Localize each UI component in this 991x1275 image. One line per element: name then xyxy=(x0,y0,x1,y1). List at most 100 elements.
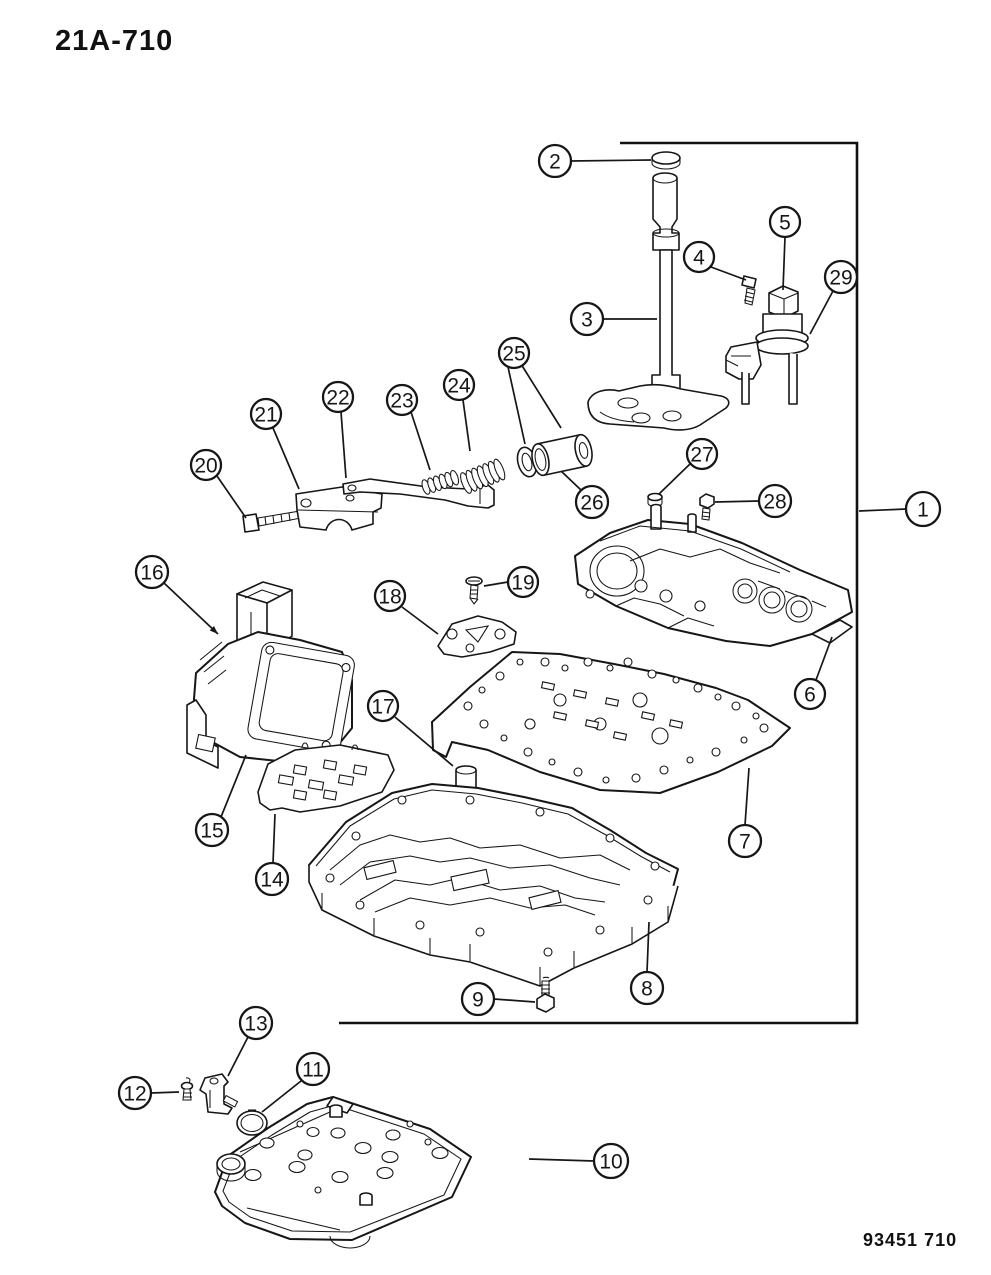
part-14-gasket xyxy=(257,742,395,813)
part-23-spring-small xyxy=(421,469,460,495)
part-21-bracket xyxy=(295,486,383,531)
callout-17: 17 xyxy=(366,689,454,767)
callout-29-leader xyxy=(809,290,834,335)
callout-12-number: 12 xyxy=(123,1083,146,1106)
callout-26-circle xyxy=(574,484,610,520)
callout-23-number: 23 xyxy=(390,390,413,413)
callout-11: 11 xyxy=(261,1051,331,1113)
part-15-16-solenoid-assembly xyxy=(186,581,355,769)
part-2-cap xyxy=(651,151,681,170)
callout-7-circle xyxy=(727,823,763,859)
part-13-clip xyxy=(199,1073,239,1115)
callout-21-leader xyxy=(272,427,300,490)
callout-10-circle xyxy=(592,1142,630,1180)
callout-25-leader xyxy=(507,366,526,445)
callout-13-circle xyxy=(238,1005,274,1041)
part-10-oil-filter xyxy=(214,1096,472,1249)
callout-4-leader xyxy=(710,266,747,281)
callout-16-number: 16 xyxy=(140,562,163,585)
callout-13-number: 13 xyxy=(244,1013,267,1036)
part-20-screw xyxy=(242,510,302,533)
callout-14-circle xyxy=(254,861,290,897)
callout-12: 12 xyxy=(117,1075,180,1111)
callout-26-leader xyxy=(560,470,582,491)
part-6-upper-valve-body xyxy=(574,503,853,647)
callout-16: 16 xyxy=(134,554,219,635)
part-8-lower-valve-body xyxy=(308,783,679,987)
callout-4: 4 xyxy=(682,240,747,281)
callout-5: 5 xyxy=(768,205,802,291)
callout-2-number: 2 xyxy=(549,151,561,174)
part-3-plunger-rod xyxy=(587,172,730,431)
part-26-accumulator-cylinder xyxy=(531,433,593,477)
callout-9-number: 9 xyxy=(472,989,484,1012)
callout-25-circle xyxy=(497,336,531,370)
callout-21: 21 xyxy=(249,397,300,490)
callout-2: 2 xyxy=(537,143,652,179)
footer-code: 93451 710 xyxy=(863,1230,957,1250)
callout-23-leader xyxy=(410,411,431,471)
callout-26-number: 26 xyxy=(580,492,603,515)
callout-22: 22 xyxy=(321,380,355,479)
callout-20-leader xyxy=(216,475,247,519)
callout-19-leader xyxy=(483,581,509,587)
callout-27: 27 xyxy=(658,437,719,495)
callout-20: 20 xyxy=(189,448,247,519)
callout-1-circle xyxy=(904,490,942,528)
callout-11-number: 11 xyxy=(302,1059,324,1082)
callout-27-number: 27 xyxy=(690,444,713,467)
callout-25-number: 25 xyxy=(502,343,525,366)
callout-28-number: 28 xyxy=(763,491,786,514)
callout-20-circle xyxy=(189,448,223,482)
figure-code: 21A-710 xyxy=(55,25,173,57)
callout-24-number: 24 xyxy=(447,375,471,398)
callout-8: 8 xyxy=(629,921,665,1006)
callout-24-circle xyxy=(442,368,476,402)
callout-3-number: 3 xyxy=(581,309,593,332)
assembly-bracket xyxy=(339,141,859,1025)
callout-24: 24 xyxy=(442,368,476,452)
callout-24-leader xyxy=(462,399,471,452)
callout-17-circle xyxy=(366,689,400,723)
callout-28-leader xyxy=(714,500,760,503)
callout-19-number: 19 xyxy=(511,572,534,595)
callout-15-number: 15 xyxy=(200,820,223,843)
callout-11-leader xyxy=(261,1080,302,1113)
callout-9-leader xyxy=(493,998,536,1003)
callout-21-circle xyxy=(249,397,283,431)
callout-4-number: 4 xyxy=(693,247,705,270)
callout-7: 7 xyxy=(727,767,763,859)
callout-21-number: 21 xyxy=(254,404,277,427)
callout-10: 10 xyxy=(528,1142,630,1180)
callout-17-leader xyxy=(394,716,454,767)
callout-29-number: 29 xyxy=(829,267,852,290)
callout-25-leader xyxy=(520,363,562,429)
callout-3-circle xyxy=(569,301,605,337)
callout-27-circle xyxy=(685,437,719,471)
callout-23-circle xyxy=(385,383,419,417)
callout-8-circle xyxy=(629,970,665,1006)
part-28-screw xyxy=(699,493,715,521)
part-7-separator-plate xyxy=(431,651,791,794)
callout-17-number: 17 xyxy=(371,696,394,719)
callout-16-arrowhead xyxy=(209,625,218,634)
callout-23: 23 xyxy=(385,383,431,471)
callout-15-circle xyxy=(194,812,230,848)
callout-15-leader xyxy=(220,754,247,818)
callout-1-number: 1 xyxy=(917,499,929,522)
callout-11-circle xyxy=(295,1051,331,1087)
callout-18-leader xyxy=(401,606,439,635)
callout-10-leader xyxy=(528,1158,595,1162)
callout-12-circle xyxy=(117,1075,153,1111)
callout-29-circle xyxy=(823,259,859,295)
callout-28: 28 xyxy=(714,483,793,519)
callout-16-circle xyxy=(134,554,170,590)
callout-22-number: 22 xyxy=(326,387,349,410)
callout-1: 1 xyxy=(858,490,942,528)
part-11-oring xyxy=(236,1109,268,1136)
callout-14-number: 14 xyxy=(260,869,284,892)
callout-6: 6 xyxy=(793,636,833,711)
callout-28-circle xyxy=(757,483,793,519)
